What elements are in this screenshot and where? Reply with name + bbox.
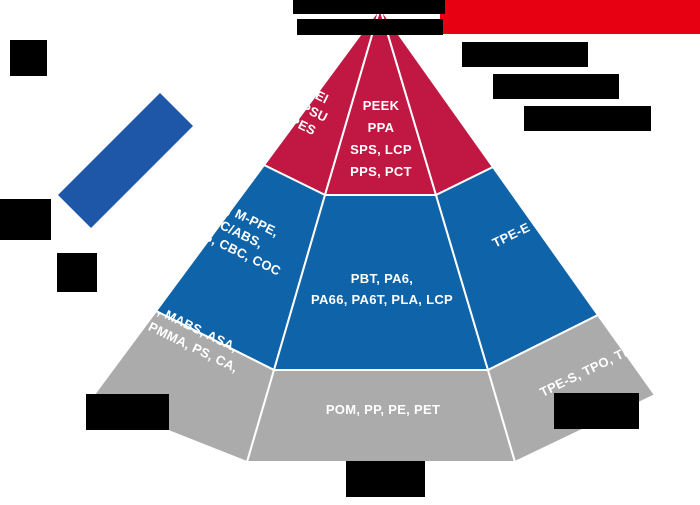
label-high-center-line3: SPS, LCP <box>350 142 412 157</box>
left-ribbon <box>58 93 193 228</box>
segment-standard-right <box>487 314 656 463</box>
label-high-center-line1: PEEK <box>363 98 400 113</box>
bottom-label-block-center <box>346 461 425 497</box>
right-step-block-1 <box>462 42 588 67</box>
label-eng-center-line1: PBT, PA6, <box>351 271 413 286</box>
title-block-bottom <box>297 19 443 35</box>
bottom-label-block-left <box>86 394 169 430</box>
title-block-top <box>293 0 445 14</box>
left-block-3 <box>57 253 97 292</box>
label-std-center-line1: POM, PP, PE, PET <box>326 402 440 417</box>
bottom-label-block-right <box>554 393 639 429</box>
left-block-2 <box>0 199 51 240</box>
label-eng-center-line2: PA66, PA6T, PLA, LCP <box>311 292 453 307</box>
top-right-banner <box>440 0 700 34</box>
left-block-1 <box>10 40 47 76</box>
right-step-block-3 <box>524 106 651 131</box>
label-high-center-line4: PPS, PCT <box>350 164 412 179</box>
pyramid-labels: PEI PPSU PES PEEK PPA SPS, LCP PPS, PCT … <box>114 83 643 417</box>
label-high-center-line2: PPA <box>368 120 395 135</box>
right-step-block-2 <box>493 74 619 99</box>
